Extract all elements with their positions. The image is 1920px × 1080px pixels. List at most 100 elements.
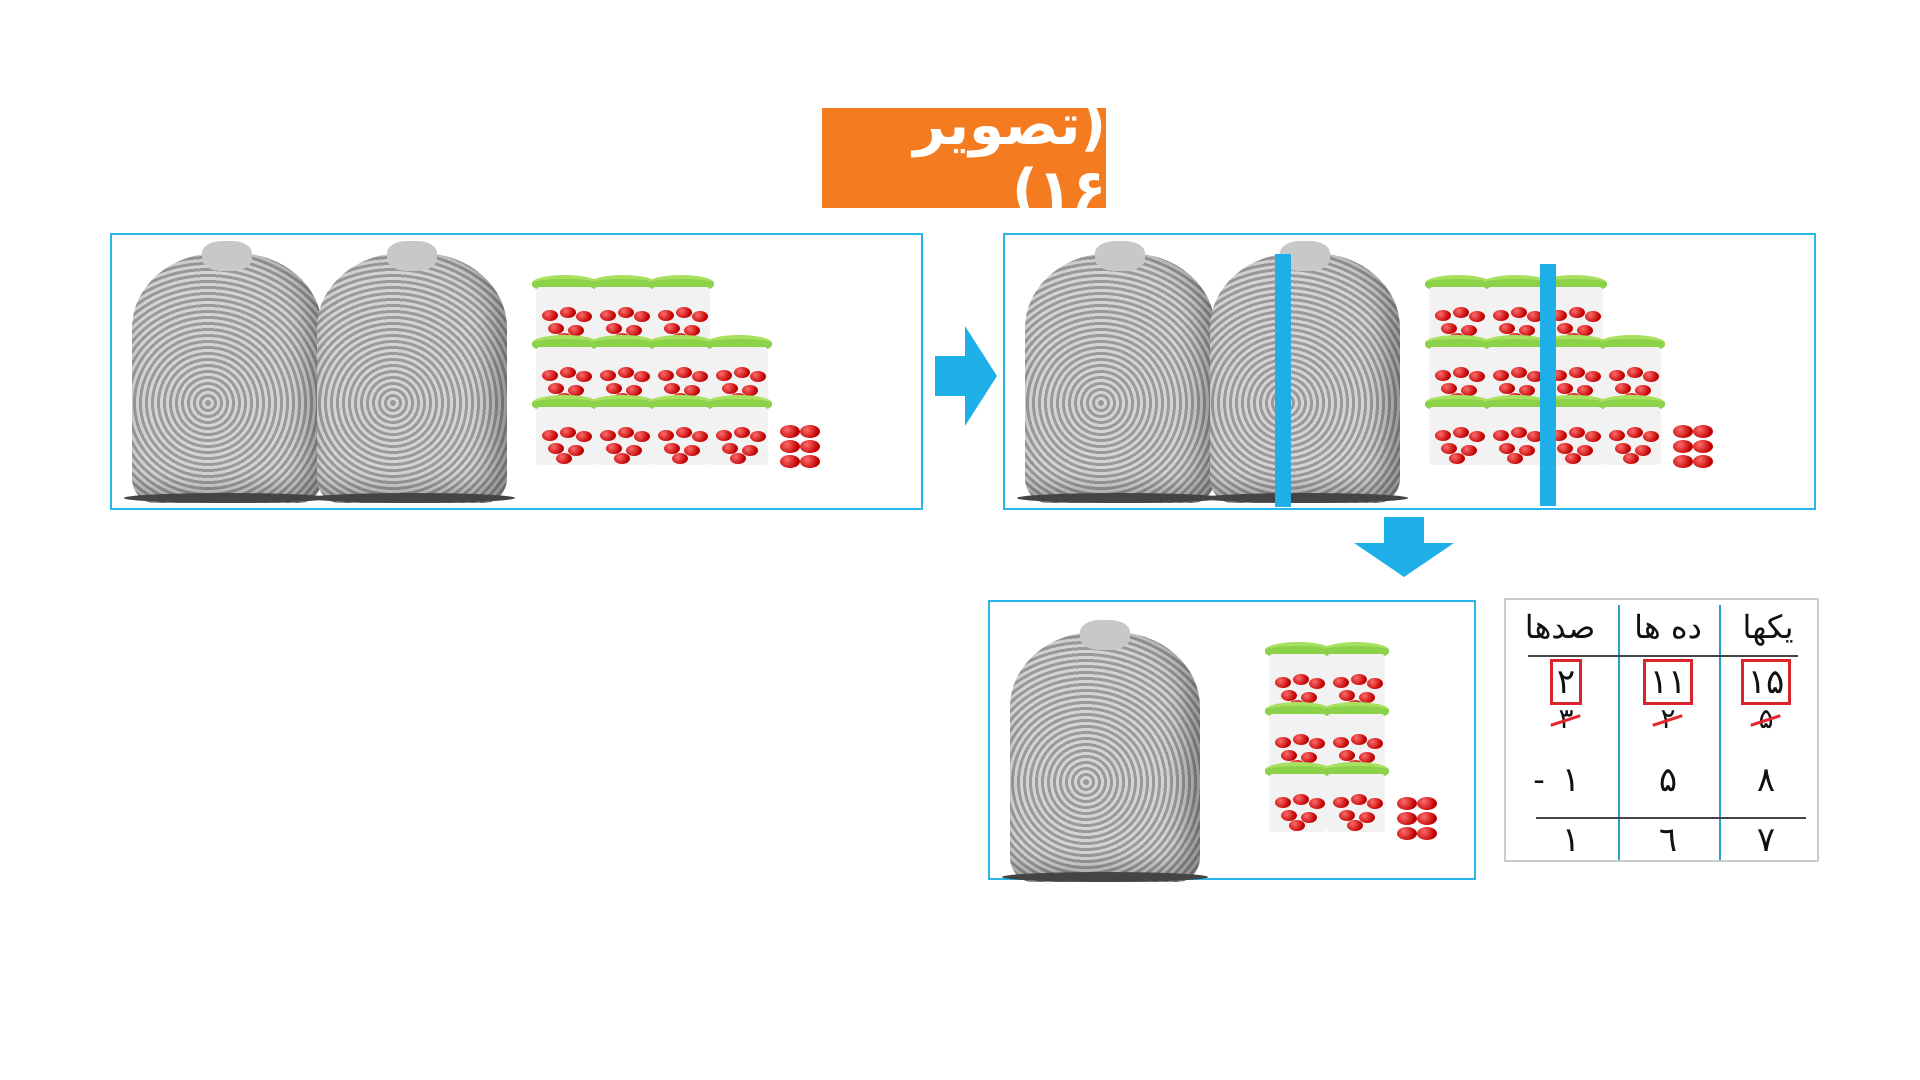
header-ones: یکها (1742, 608, 1794, 646)
loose-bean-icon (800, 455, 820, 468)
bean-icon (1441, 443, 1457, 454)
bean-icon (1507, 453, 1523, 464)
bean-icon (556, 453, 572, 464)
bean-icon (1435, 310, 1451, 321)
regrouped-ones: ۱۵ (1740, 659, 1792, 705)
bean-icon (600, 430, 616, 441)
bean-icon (658, 370, 674, 381)
result-tens: ٦ (1658, 820, 1678, 860)
bean-icon (1293, 794, 1309, 805)
bean-icon (1281, 750, 1297, 761)
bean-icon (1499, 323, 1515, 334)
result-ones: ۷ (1756, 820, 1776, 860)
jar-ten-icon (1425, 395, 1491, 467)
bean-icon (1449, 453, 1465, 464)
jar-ten-icon (706, 395, 772, 467)
bean-icon (560, 307, 576, 318)
bean-icon (576, 431, 592, 442)
bean-icon (1275, 797, 1291, 808)
bean-icon (722, 383, 738, 394)
bean-icon (542, 310, 558, 321)
bean-icon (750, 371, 766, 382)
bean-icon (1557, 443, 1573, 454)
bean-icon (1635, 445, 1651, 456)
bean-icon (1527, 311, 1543, 322)
bean-icon (634, 311, 650, 322)
bean-icon (1351, 734, 1367, 745)
loose-bean-icon (1693, 455, 1713, 468)
bean-icon (1333, 797, 1349, 808)
bean-icon (1643, 371, 1659, 382)
bean-icon (1275, 677, 1291, 688)
jar-ten-icon (532, 395, 598, 467)
bean-icon (716, 430, 732, 441)
bean-icon (1551, 370, 1567, 381)
bean-icon (1435, 370, 1451, 381)
bean-icon (1301, 752, 1317, 763)
bean-icon (1281, 690, 1297, 701)
bean-icon (716, 370, 732, 381)
bean-icon (692, 431, 708, 442)
bean-icon (1281, 810, 1297, 821)
bean-icon (692, 311, 708, 322)
bean-icon (1627, 427, 1643, 438)
bean-icon (1519, 385, 1535, 396)
bean-icon (1461, 385, 1477, 396)
bean-icon (1359, 812, 1375, 823)
bean-icon (672, 453, 688, 464)
bean-icon (1519, 445, 1535, 456)
jar-ten-icon (1483, 395, 1549, 467)
bean-icon (618, 427, 634, 438)
bag-hundred-icon (124, 241, 330, 503)
bean-icon (1461, 445, 1477, 456)
arrow-right-icon (935, 326, 997, 426)
bag-hundred-icon (1002, 620, 1208, 882)
bean-icon (548, 323, 564, 334)
bean-icon (542, 370, 558, 381)
crossed-tens: ۲ (1660, 702, 1676, 735)
bean-icon (1511, 367, 1527, 378)
bean-icon (1565, 453, 1581, 464)
bean-icon (1359, 692, 1375, 703)
cross-out-bag-icon (1220, 253, 1330, 507)
crossed-hundreds: ۳ (1558, 702, 1574, 735)
bean-icon (1527, 431, 1543, 442)
regrouped-tens: ۱۱ (1642, 659, 1694, 705)
bean-icon (1493, 310, 1509, 321)
bean-icon (1609, 430, 1625, 441)
bag-hundred-icon (1202, 241, 1408, 503)
bean-icon (1453, 367, 1469, 378)
loose-bean-icon (1397, 797, 1417, 810)
bean-icon (1569, 307, 1585, 318)
bean-icon (614, 453, 630, 464)
bean-icon (658, 430, 674, 441)
regrouped-hundreds: ۲ (1549, 659, 1583, 705)
bean-icon (1293, 734, 1309, 745)
bean-icon (1511, 307, 1527, 318)
subtrahend-hundreds: ۱ (1561, 760, 1581, 800)
jar-ten-icon (1323, 762, 1389, 834)
bean-icon (684, 445, 700, 456)
loose-bean-icon (1693, 425, 1713, 438)
bean-icon (1367, 738, 1383, 749)
bean-icon (1585, 431, 1601, 442)
bean-icon (560, 367, 576, 378)
cross-out-jars-icon (1505, 264, 1575, 506)
column-divider (1618, 605, 1620, 860)
bean-icon (676, 307, 692, 318)
bean-icon (1435, 430, 1451, 441)
bean-icon (750, 431, 766, 442)
loose-bean-icon (1417, 797, 1437, 810)
bean-icon (730, 453, 746, 464)
jar-ten-icon (590, 395, 656, 467)
bean-icon (1493, 370, 1509, 381)
loose-bean-icon (800, 425, 820, 438)
bean-icon (658, 310, 674, 321)
loose-bean-icon (780, 440, 800, 453)
loose-bean-icon (780, 455, 800, 468)
loose-bean-icon (1673, 425, 1693, 438)
bean-icon (722, 443, 738, 454)
bean-icon (664, 443, 680, 454)
panel-before (110, 233, 923, 510)
bean-icon (676, 367, 692, 378)
